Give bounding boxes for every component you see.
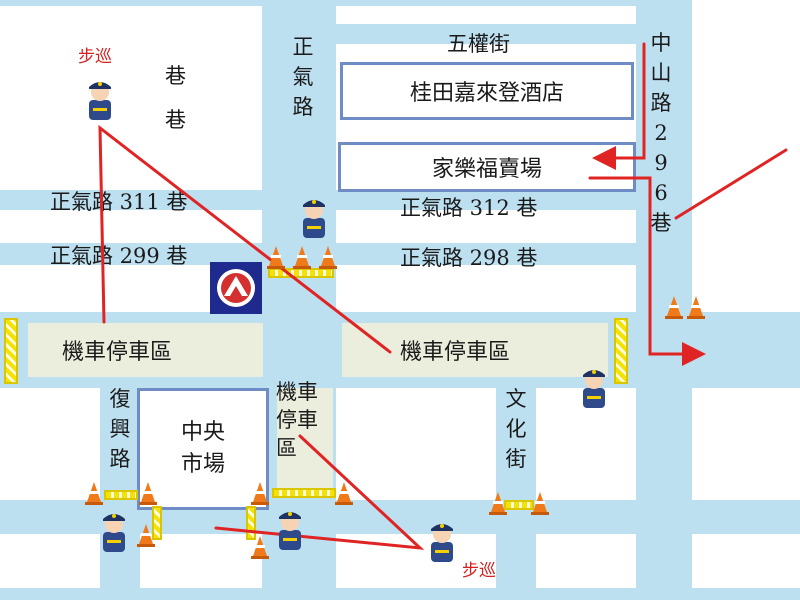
route-line-supermarket-out (588, 176, 706, 366)
parking-zone-vertical (277, 388, 333, 488)
traffic-cone-icon (319, 246, 337, 269)
route-line-diagonal-right (674, 148, 788, 220)
barrier-icon (4, 318, 18, 384)
police-officer-icon (583, 370, 605, 408)
police-officer-icon (103, 514, 125, 552)
road-label-298: 正氣路 298 巷 (400, 246, 538, 270)
police-officer-icon (89, 82, 111, 120)
road-wuquan (336, 24, 636, 44)
block-right-top (692, 0, 800, 312)
parking-zone-vertical-label: 機車停車區 (276, 380, 318, 460)
barrier-icon (152, 506, 162, 540)
block-fuxing-left (0, 388, 100, 500)
traffic-cone-icon (489, 492, 507, 515)
road-299-298-lane (0, 243, 640, 265)
traffic-cone-icon (137, 524, 155, 547)
barrier-icon (504, 500, 534, 510)
road-wenhua (496, 388, 536, 600)
road-311-312-lane (0, 190, 640, 210)
metro-logo-icon (210, 262, 262, 314)
road-label-xiang-1: 巷 (165, 64, 186, 88)
barrier-icon (272, 488, 336, 498)
traffic-cone-icon (251, 482, 269, 505)
road-label-311: 正氣路 311 巷 (50, 190, 188, 214)
road-label-312: 正氣路 312 巷 (400, 196, 538, 220)
police-officer-icon (431, 524, 453, 562)
road-label-zhengqi-lu: 正氣路 (292, 35, 314, 119)
barrier-icon (614, 318, 628, 384)
road-top-edge (0, 0, 800, 6)
traffic-cone-icon (687, 296, 705, 319)
patrol-label-bottom: 步巡 (462, 561, 496, 581)
police-officer-icon (279, 512, 301, 550)
road-label-wenhua-jie: 文化街 (505, 387, 527, 471)
building-central-market: 中央市場 (137, 388, 269, 510)
police-officer-icon (303, 200, 325, 238)
building-supermarket: 家樂福賣場 (338, 142, 636, 192)
traffic-cone-icon (335, 482, 353, 505)
central-market-label: 中央市場 (180, 420, 225, 477)
road-label-wuquan-jie: 五權街 (447, 32, 510, 56)
traffic-cone-icon (85, 482, 103, 505)
traffic-cone-icon (139, 482, 157, 505)
road-label-xiang-2: 巷 (165, 108, 186, 132)
barrier-icon (246, 506, 256, 540)
traffic-cone-icon (531, 492, 549, 515)
road-bottom-edge (0, 588, 800, 600)
traffic-cone-icon (665, 296, 683, 319)
road-label-fuxing-lu: 復興路 (109, 387, 131, 471)
traffic-cone-icon (267, 246, 285, 269)
traffic-cone-icon (293, 246, 311, 269)
barrier-icon (104, 490, 138, 500)
traffic-cone-icon (251, 536, 269, 559)
road-label-zhongshan-296: 中山路296巷 (650, 31, 672, 235)
building-hotel: 桂田嘉來登酒店 (340, 62, 634, 120)
route-line-top-loop (98, 124, 392, 354)
patrol-label-top-left: 步巡 (78, 47, 112, 67)
road-label-299: 正氣路 299 巷 (50, 244, 188, 268)
route-line-bottom-triangle (214, 434, 425, 550)
parking-zone-left: 機車停車區 (28, 323, 263, 377)
route-line-supermarket-in (592, 42, 646, 170)
